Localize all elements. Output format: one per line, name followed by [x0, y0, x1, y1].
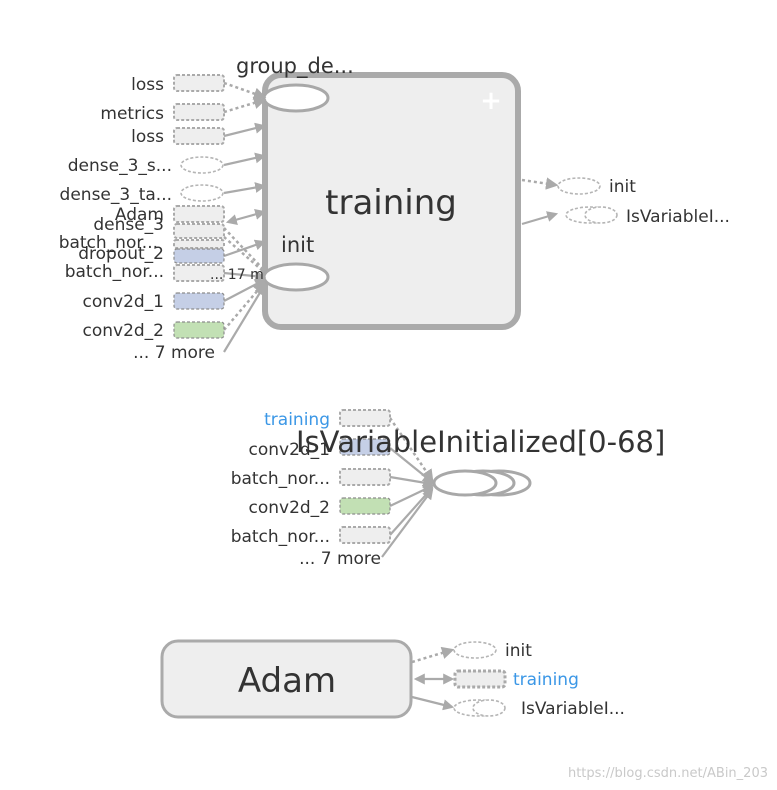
- isvar-input-conv2d-1[interactable]: [339, 438, 391, 456]
- input-label-more: ... 17 m: [210, 267, 264, 283]
- isvar-group-title: IsVariableInitialized[0-68]: [296, 425, 665, 459]
- group-deps-node[interactable]: [262, 83, 330, 113]
- input-node-loss[interactable]: [173, 74, 225, 92]
- group-deps-label: group_de...: [236, 54, 354, 79]
- isvar-input-training[interactable]: [339, 409, 391, 427]
- watermark: https://blog.csdn.net/ABin_203: [568, 766, 768, 781]
- expand-icon[interactable]: +: [480, 86, 502, 116]
- input-node-conv2d-2[interactable]: [173, 321, 225, 339]
- input-label: Adam: [115, 205, 164, 225]
- input-label: dense_3: [93, 215, 164, 235]
- input-node-dense-3-s[interactable]: [180, 156, 224, 174]
- input-label: conv2d_1: [82, 292, 164, 312]
- adam-output-init[interactable]: [453, 641, 497, 659]
- init-node-label: init: [281, 233, 314, 257]
- input-node-dense-3-ta[interactable]: [180, 184, 224, 202]
- input-label: dense_3_ta...: [60, 185, 172, 205]
- input-node-loss-2[interactable]: [173, 127, 225, 145]
- isvar-input-label: batch_nor...: [231, 469, 330, 489]
- isvar-input-label-more: ... 7 more: [299, 549, 381, 569]
- training-group[interactable]: training + group_de... init: [236, 54, 521, 330]
- adam-output-training[interactable]: [453, 669, 507, 689]
- isvar-input-batch-nor-2[interactable]: [339, 526, 391, 544]
- output-node-init[interactable]: [557, 177, 601, 195]
- input-node-batch-nor-2[interactable]: [173, 264, 225, 282]
- training-outputs: init IsVariableI...: [521, 177, 730, 227]
- input-node-batch-nor[interactable]: [173, 239, 225, 249]
- input-label: loss: [131, 127, 164, 147]
- adam-group-box[interactable]: [160, 639, 413, 719]
- isvar-input-label: conv2d_2: [248, 498, 330, 518]
- adam-output-label: init: [505, 641, 532, 661]
- isvar-group: training conv2d_1 batch_nor... conv2d_2 …: [231, 409, 665, 569]
- input-node-conv2d-1[interactable]: [173, 292, 225, 310]
- output-label: init: [609, 177, 636, 197]
- isvar-input-label: conv2d_1: [248, 440, 330, 460]
- adam-group-title: Adam: [238, 661, 336, 701]
- adam-output-label: training: [513, 670, 579, 690]
- isvar-input-label: training: [264, 410, 330, 430]
- output-label: IsVariableI...: [626, 207, 730, 227]
- isvar-input-conv2d-2[interactable]: [339, 497, 391, 515]
- input-node-adam[interactable]: [173, 205, 225, 223]
- training-group-title: training: [325, 183, 457, 223]
- input-node-dense-3[interactable]: [173, 223, 225, 239]
- isvar-input-label: batch_nor...: [231, 527, 330, 547]
- input-label: batch_nor...: [59, 233, 158, 253]
- training-input-labels: loss metrics loss dense_3_s... dense_3_t…: [59, 75, 264, 363]
- adam-output-label: IsVariableI...: [521, 699, 625, 719]
- input-label: batch_nor...: [65, 262, 164, 282]
- isvar-series-node[interactable]: [432, 469, 498, 497]
- init-node[interactable]: [262, 262, 330, 292]
- training-group-box[interactable]: [262, 72, 521, 330]
- training-input-edges: [223, 81, 267, 353]
- input-node-dropout-2[interactable]: [173, 248, 225, 264]
- input-label: metrics: [100, 104, 164, 124]
- isvar-input-batch-nor[interactable]: [339, 468, 391, 486]
- input-label: loss: [131, 75, 164, 95]
- input-node-metrics[interactable]: [173, 103, 225, 121]
- input-label: conv2d_2: [82, 321, 164, 341]
- input-label: dropout_2: [78, 244, 164, 264]
- adam-group: Adam init training IsVariableI...: [160, 639, 625, 719]
- training-input-nodes: [173, 74, 225, 339]
- input-label: dense_3_s...: [68, 156, 172, 176]
- input-label-more: ... 7 more: [133, 343, 215, 363]
